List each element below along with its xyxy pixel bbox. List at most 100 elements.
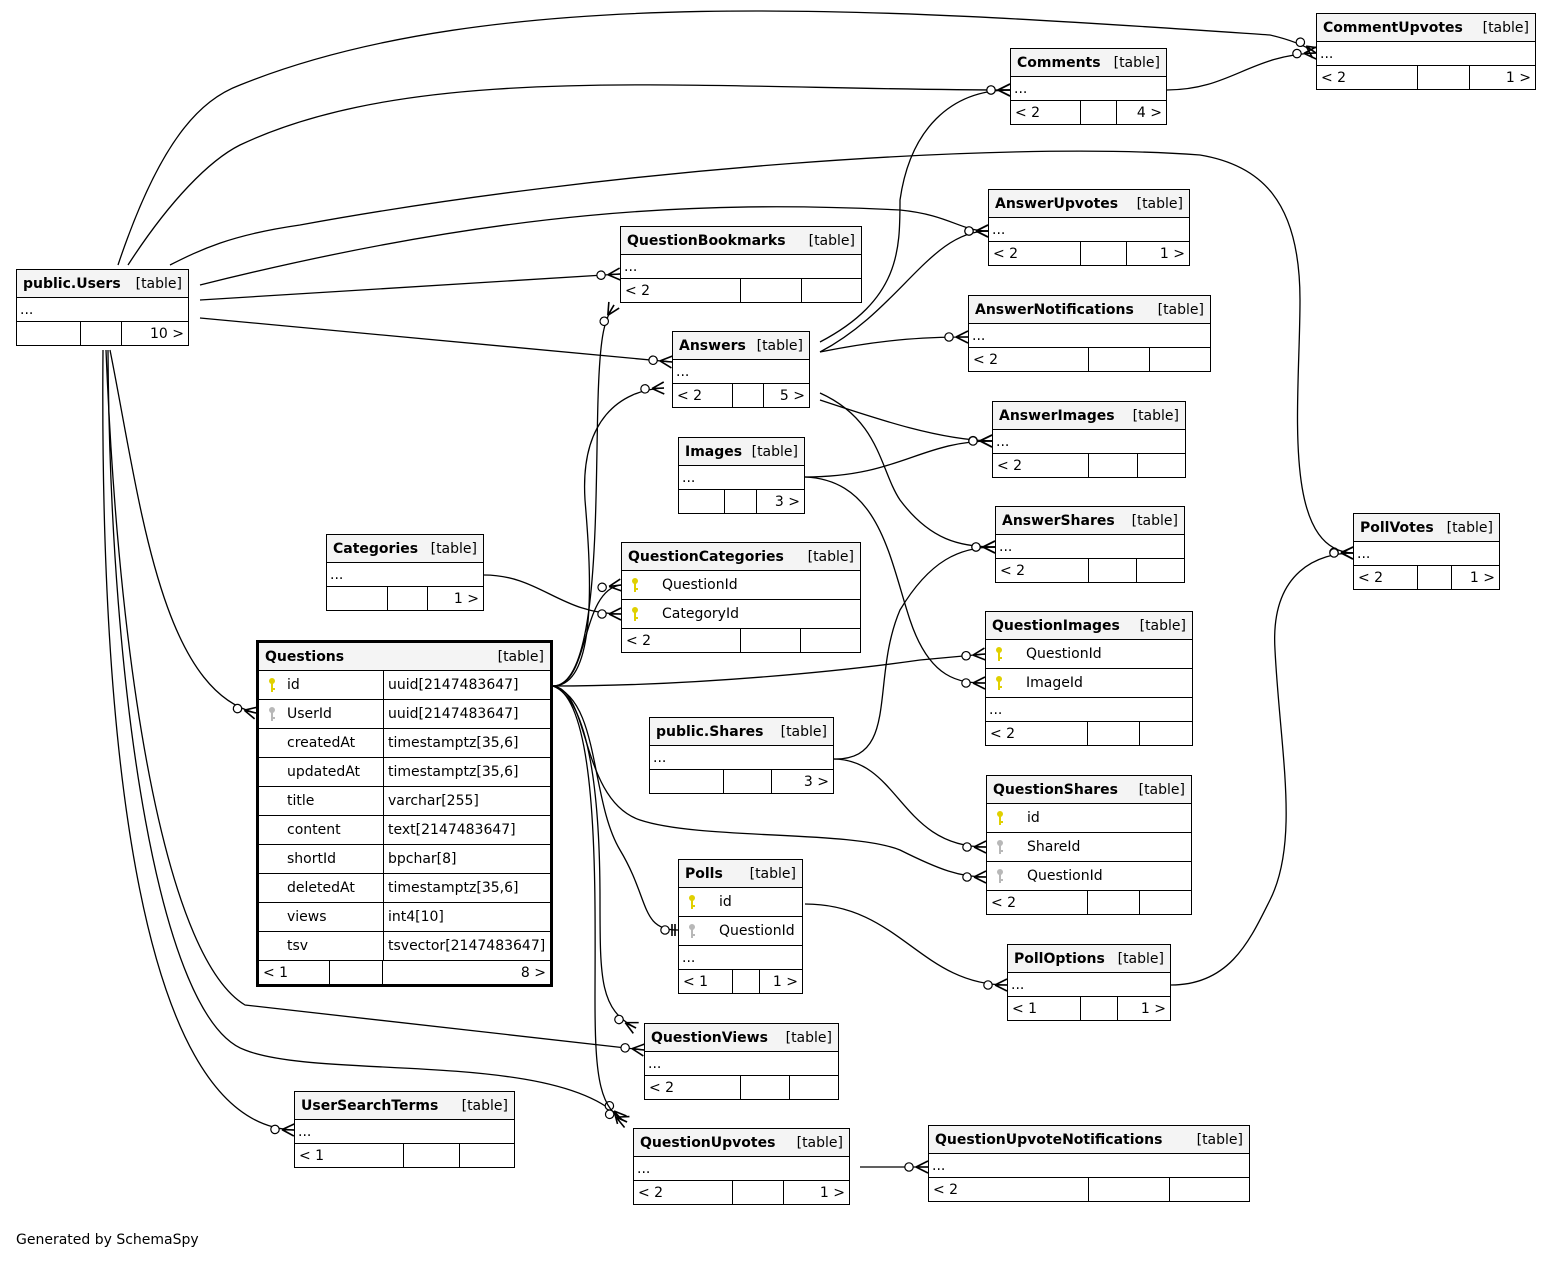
table-footer: < 2	[621, 279, 861, 302]
table-name: Questions	[265, 648, 345, 665]
generated-by-footer: Generated by SchemaSpy	[16, 1232, 199, 1248]
parents-count: < 2	[1354, 566, 1418, 589]
table-answershares[interactable]: AnswerShares[table]...< 2	[995, 506, 1185, 583]
table-footer: < 2	[969, 348, 1210, 371]
children-count: 1 >	[819, 1184, 845, 1201]
table-footer: < 1	[295, 1144, 514, 1167]
edge-shares-questionshares	[833, 758, 987, 854]
table-public-shares[interactable]: public.Shares[table]...3 >	[649, 717, 834, 794]
table-footer: 3 >	[679, 490, 804, 513]
table-header: AnswerNotifications[table]	[969, 296, 1210, 324]
children-count: 1 >	[453, 590, 479, 607]
parents-count: < 1	[295, 1144, 404, 1167]
table-categories[interactable]: Categories[table]...1 >	[326, 534, 484, 611]
edge-users-comments	[127, 83, 1011, 266]
parents-count: < 2	[673, 384, 733, 407]
primary-key-icon	[622, 577, 648, 593]
edge-questions-questionupvotes	[552, 685, 630, 1128]
table-type-label: [table]	[135, 275, 182, 292]
table-type-label: [table]	[807, 548, 854, 565]
column-name: ImageId	[1026, 675, 1083, 691]
table-header: QuestionImages[table]	[986, 612, 1192, 640]
edge-shares-answershares	[833, 540, 996, 760]
more-columns: ...	[634, 1157, 849, 1181]
column-name: views	[285, 903, 384, 931]
column-row: QuestionId	[986, 640, 1192, 669]
parents-count: < 1	[1008, 997, 1081, 1020]
more-columns: ...	[989, 218, 1189, 242]
rows-count	[1081, 242, 1127, 265]
more-columns: ...	[650, 746, 833, 770]
primary-key-icon	[259, 677, 285, 693]
parents-count	[679, 490, 725, 513]
table-header: QuestionCategories[table]	[622, 543, 860, 571]
table-name: Answers	[679, 337, 746, 354]
table-footer: < 2 5 >	[673, 384, 809, 407]
table-answerimages[interactable]: AnswerImages[table]...< 2	[992, 401, 1186, 478]
column-row: QuestionId	[622, 571, 860, 600]
table-name: QuestionUpvoteNotifications	[935, 1131, 1163, 1148]
table-questionviews[interactable]: QuestionViews[table]...< 2	[644, 1023, 839, 1100]
table-images[interactable]: Images[table]...3 >	[678, 437, 805, 514]
edge-questions-questionbookmarks	[552, 301, 620, 687]
edge-polloptions-pollvotes	[1170, 546, 1354, 986]
more-columns: ...	[986, 698, 1192, 722]
table-answernotifications[interactable]: AnswerNotifications[table]...< 2	[968, 295, 1211, 372]
table-footer: < 2	[929, 1178, 1249, 1201]
primary-key-icon	[986, 675, 1012, 691]
table-type-label: [table]	[796, 1134, 843, 1151]
primary-key-icon	[986, 646, 1012, 662]
children-count	[790, 1076, 838, 1099]
table-name: QuestionImages	[992, 617, 1120, 634]
table-type-label: [table]	[1113, 54, 1160, 71]
table-questionbookmarks[interactable]: QuestionBookmarks[table]...< 2	[620, 226, 862, 303]
table-type-label: [table]	[808, 232, 855, 249]
table-name: UserSearchTerms	[301, 1097, 439, 1114]
column-name: QuestionId	[1026, 646, 1102, 662]
table-header: QuestionUpvotes[table]	[634, 1129, 849, 1157]
table-type-label: [table]	[1196, 1131, 1243, 1148]
children-count: 1 >	[1159, 245, 1185, 262]
table-usersearchterms[interactable]: UserSearchTerms[table]...< 1	[294, 1091, 515, 1168]
edge-users-questions	[109, 349, 258, 720]
table-footer: < 2	[987, 891, 1191, 914]
children-count: 5 >	[779, 387, 805, 404]
table-name: PollOptions	[1014, 950, 1105, 967]
table-name: public.Shares	[656, 723, 764, 740]
table-name: AnswerShares	[1002, 512, 1115, 529]
more-columns: ...	[295, 1120, 514, 1144]
rows-count	[388, 587, 428, 610]
parents-count: < 2	[993, 454, 1089, 477]
table-header: PollVotes[table]	[1354, 514, 1499, 542]
table-header: public.Shares[table]	[650, 718, 833, 746]
children-count	[1137, 559, 1184, 582]
table-type-label: [table]	[756, 337, 803, 354]
table-public-users[interactable]: public.Users[table]...10 >	[16, 269, 189, 346]
edge-answers-answerimages	[819, 399, 993, 448]
column-name: shortId	[285, 845, 384, 873]
table-header: AnswerUpvotes[table]	[989, 190, 1189, 218]
column-name: content	[285, 816, 384, 844]
column-type: timestamptz[35,6]	[388, 764, 519, 780]
edge-answers-comments	[819, 83, 1011, 343]
table-type-label: [table]	[1132, 407, 1179, 424]
table-questionupvotenotifications[interactable]: QuestionUpvoteNotifications[table]...< 2	[928, 1125, 1250, 1202]
foreign-key-icon	[679, 923, 705, 939]
